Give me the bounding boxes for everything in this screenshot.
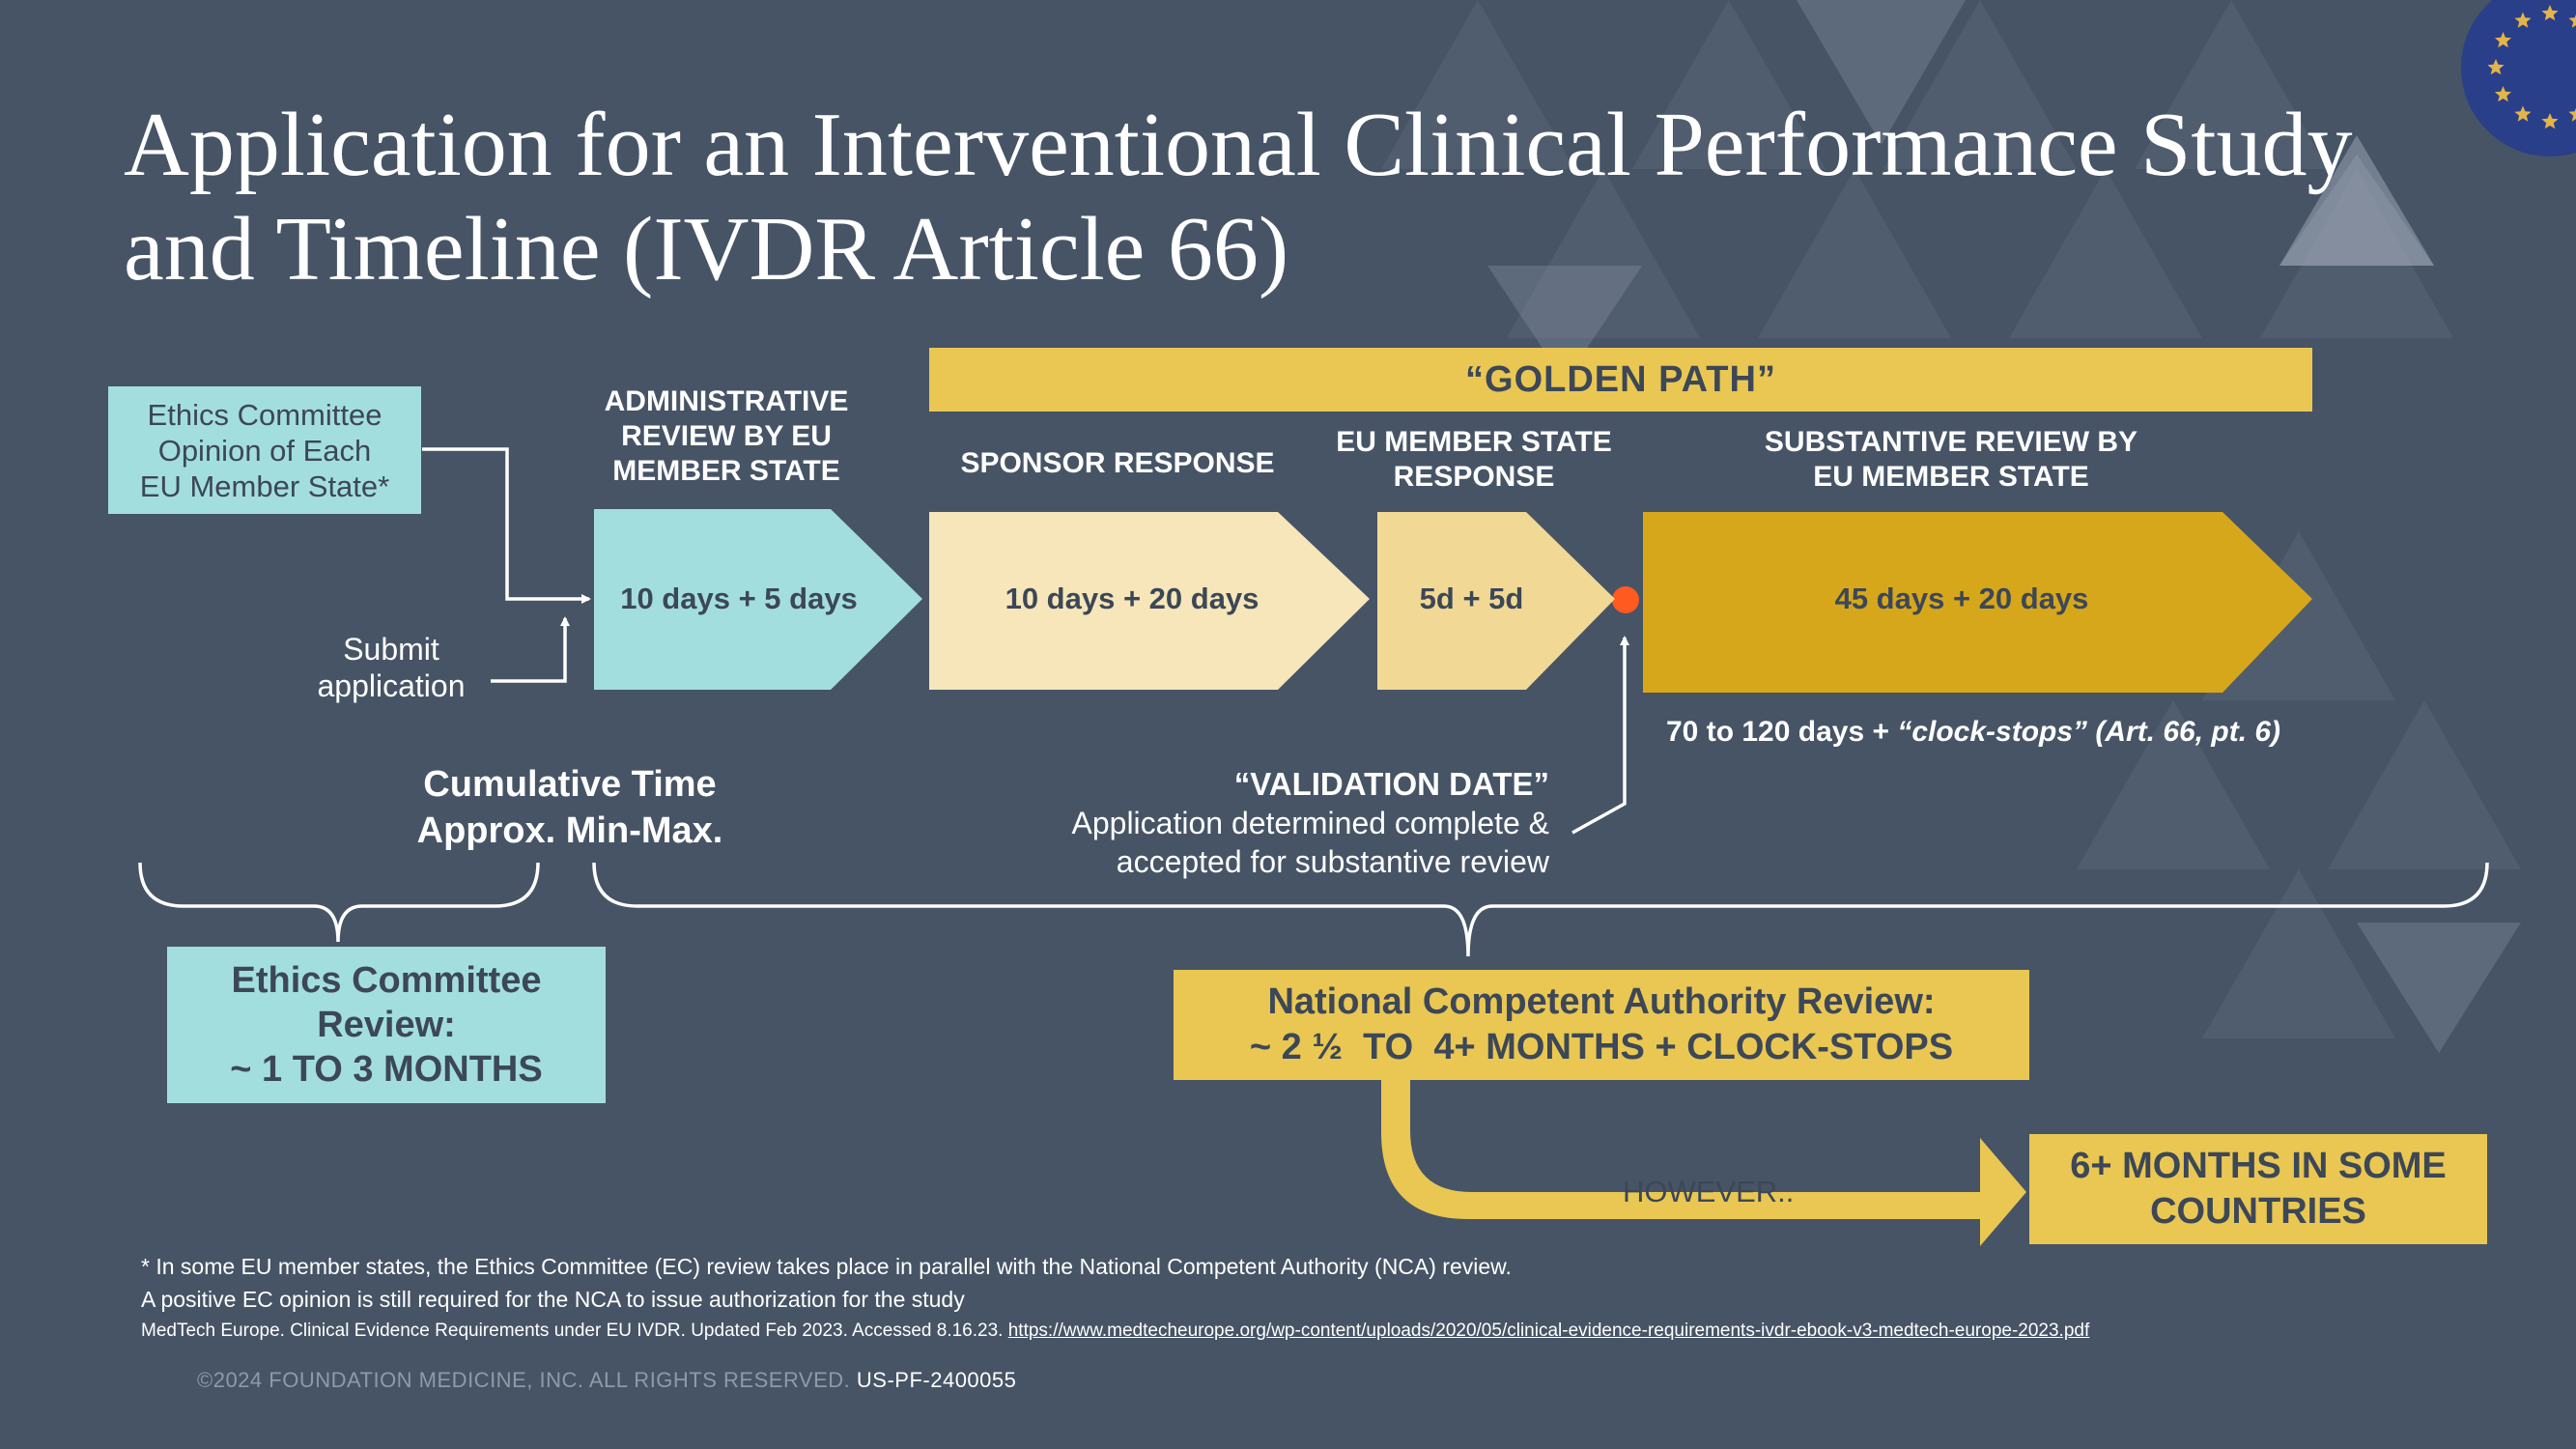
step-header-substantive: SUBSTANTIVE REVIEW BY EU MEMBER STATE [1700,425,2202,495]
timing-note: 70 to 120 days + “clock-stops” (Art. 66,… [1666,716,2280,749]
step-duration-member-state: 5d + 5d [1419,582,1524,615]
ethics-review-box: Ethics Committee Review: ~ 1 TO 3 MONTHS [167,947,606,1103]
copyright-text: ©2024 FOUNDATION MEDICINE, INC. ALL RIGH… [197,1368,857,1392]
step-duration-substantive: 45 days + 20 days [1834,582,2089,615]
eu-star-icon [2514,105,2532,122]
golden-path-label: “GOLDEN PATH” [1465,358,1776,400]
step-header-line: RESPONSE [1393,461,1555,493]
submit-line-1: Submit [343,632,439,667]
submit-application-label: Submit application [290,631,493,704]
six-months-line-2: COUNTRIES [2150,1191,2366,1232]
ethics-opinion-line-3: EU Member State* [139,469,390,503]
ec-review-line-3: ~ 1 TO 3 MONTHS [230,1049,543,1090]
eu-flag-emblem [2461,0,2576,156]
six-months-box: 6+ MONTHS IN SOME COUNTRIES [2029,1134,2487,1244]
nca-review-line-1: National Competent Authority Review: [1267,981,1936,1022]
validation-line-2: accepted for substantive review [1116,844,1549,879]
nca-review-line-2: ~ 2 ½ TO 4+ MONTHS + CLOCK-STOPS [1249,1027,1954,1067]
submit-line-2: application [317,668,466,703]
eu-star-icon [2494,32,2512,48]
timing-note-italic: “clock-stops” (Art. 66, pt. 6) [1897,716,2281,748]
step-header-line: ADMINISTRATIVE [604,385,849,417]
cumulative-time-label: Cumulative Time Approx. Min-Max. [367,761,773,854]
step-header-line: EU MEMBER STATE [1813,461,2089,493]
eu-star-icon [2514,12,2532,28]
page-title: Application for an Interventional Clinic… [124,93,2442,301]
copyright: ©2024 FOUNDATION MEDICINE, INC. ALL RIGH… [197,1368,1016,1393]
ethics-opinion-line-1: Ethics Committee [147,397,382,432]
citation-text: MedTech Europe. Clinical Evidence Requir… [141,1321,1008,1341]
eu-star-icon [2568,14,2576,28]
chevron-administrative [594,509,922,690]
document-code: US-PF-2400055 [856,1368,1017,1392]
step-header-line: MEMBER STATE [612,455,840,487]
step-header-line: REVIEW BY EU [621,420,832,452]
step-duration-administrative: 10 days + 5 days [620,582,858,615]
ethics-opinion-line-2: Opinion of Each [157,433,372,468]
nca-brace [592,862,2489,957]
validation-line-1: Application determined complete & [1071,806,1550,840]
validation-date-note: “VALIDATION DATE” Application determined… [889,765,1550,881]
step-header-sponsor: SPONSOR RESPONSE [929,446,1306,481]
ethics-opinion-box: Ethics Committee Opinion of Each EU Memb… [108,386,421,514]
footnotes: * In some EU member states, the Ethics C… [141,1250,2498,1347]
eu-star-icon [2487,59,2505,75]
golden-path-banner: “GOLDEN PATH” [929,348,2312,412]
timing-note-main: 70 to 120 days + [1666,716,1898,748]
ec-review-line-2: Review: [317,1005,456,1045]
step-header-line: SUBSTANTIVE REVIEW BY [1764,426,2138,458]
step-header-administrative: ADMINISTRATIVE REVIEW BY EU MEMBER STATE [572,384,881,489]
submit-connector-arrow [491,616,570,683]
step-header-line: EU MEMBER STATE [1336,426,1612,458]
ec-brace [138,862,540,943]
ethics-connector-arrow [422,447,591,604]
validation-title: “VALIDATION DATE” [1233,766,1549,802]
cumulative-line-1: Cumulative Time [423,764,717,805]
eu-star-icon [2568,107,2576,122]
eu-star-icon [2494,86,2512,102]
validation-connector-arrow [1571,636,1629,835]
eu-star-icon [2541,5,2559,21]
validation-date-dot [1612,586,1639,613]
chevron-member-state-response [1377,512,1615,690]
footnote-1: * In some EU member states, the Ethics C… [141,1254,1512,1279]
chevron-substantive-review [1643,512,2312,693]
citation-link[interactable]: https://www.medtecheurope.org/wp-content… [1007,1321,2090,1341]
cumulative-line-2: Approx. Min-Max. [416,810,723,851]
chevron-sponsor [929,512,1370,690]
step-header-member-state: EU MEMBER STATE RESPONSE [1319,425,1628,495]
step-duration-sponsor: 10 days + 20 days [1005,582,1260,615]
step-header-line: SPONSOR RESPONSE [960,447,1275,479]
ec-review-line-1: Ethics Committee [231,960,542,1001]
footnote-citation: MedTech Europe. Clinical Evidence Requir… [141,1316,2498,1347]
nca-review-box: National Competent Authority Review: ~ 2… [1174,970,2029,1080]
title-line-2: and Timeline (IVDR Article 66) [124,199,1289,299]
six-months-line-1: 6+ MONTHS IN SOME [2070,1146,2447,1186]
eu-star-icon [2541,113,2559,129]
title-line-1: Application for an Interventional Clinic… [124,95,2353,195]
however-label: HOWEVER.. [1623,1175,1795,1208]
footnote-2: A positive EC opinion is still required … [141,1287,965,1312]
